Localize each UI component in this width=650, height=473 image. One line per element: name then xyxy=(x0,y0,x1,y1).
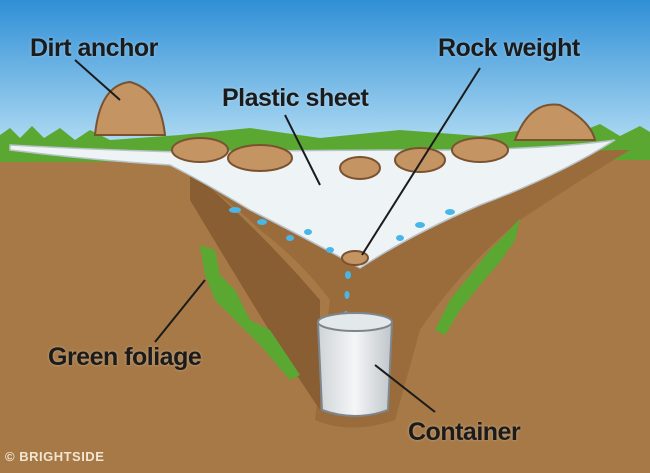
foliage-right xyxy=(435,218,520,335)
label-dirt-anchor: Dirt anchor xyxy=(30,34,158,62)
rocks xyxy=(93,80,597,266)
container-cup xyxy=(316,312,394,417)
foliage-left xyxy=(200,245,300,380)
label-rock-weight: Rock weight xyxy=(438,34,580,62)
pit-shadow xyxy=(190,170,320,410)
label-container: Container xyxy=(408,418,521,446)
label-plastic-sheet: Plastic sheet xyxy=(222,84,369,112)
brightside-watermark: © BRIGHTSIDE xyxy=(5,449,105,464)
label-green-foliage: Green foliage xyxy=(48,343,202,371)
leader-lines xyxy=(74,59,481,413)
